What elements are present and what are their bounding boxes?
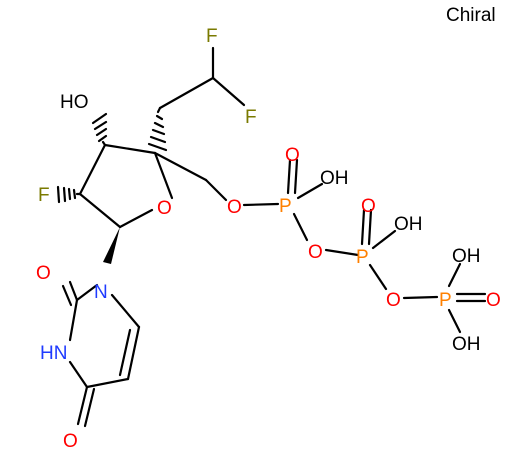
carbonyl-oxygen-c4-label: O	[63, 431, 78, 452]
bond-o-p3	[402, 295, 439, 300]
nitrogen-3-label: HN	[40, 343, 67, 364]
hashed-wedge-c3-oh	[91, 112, 108, 147]
bond-o-p2	[324, 248, 360, 257]
bond-c2-n3	[68, 298, 79, 342]
link-oxygen-3-label: O	[386, 290, 401, 311]
bond-c5-c6-b	[118, 328, 132, 377]
bond-c2-o-a	[68, 280, 79, 302]
carbonyl-oxygen-c2-label: O	[36, 263, 51, 284]
bond-p1-oh	[296, 182, 324, 200]
phosphorus-3-label: P	[439, 290, 452, 311]
bond-o-c4	[153, 151, 174, 200]
phosphoryl-oxygen-2-label: O	[361, 196, 376, 217]
bond-n1-c2	[75, 283, 99, 302]
bond-c4-o-b	[83, 387, 96, 428]
wedge-c1-n	[103, 227, 120, 264]
bond-c4-c5	[85, 377, 130, 389]
hydroxyl-p2-label: OH	[394, 214, 423, 235]
phosphoryl-oxygen-1-label: O	[285, 145, 300, 166]
chiral-label: Chiral	[446, 5, 496, 26]
bond-p1-o-double-a	[286, 158, 292, 195]
bond-c2-o-b	[61, 284, 73, 307]
bond-ch2-o	[204, 178, 228, 202]
bond-o-p1	[242, 202, 280, 207]
bond-c5-c6-a	[126, 325, 141, 381]
bond-c6-n1	[110, 293, 141, 329]
bond-p2-oh	[371, 229, 397, 250]
bond-c2-c1	[78, 192, 122, 229]
fluorine-top-label: F	[206, 26, 218, 47]
bond-p3-oh-bottom	[447, 308, 462, 334]
atom-labels: F F HO F O O P O OH O P O OH O P O OH OH…	[36, 5, 501, 452]
bond-c1-o	[118, 208, 154, 229]
fluorine-ring-label: F	[38, 185, 50, 206]
bond-c4-o-a	[76, 385, 89, 426]
hydroxyl-p3-bottom-label: OH	[452, 334, 481, 355]
bond-chf-ch2	[158, 76, 215, 110]
hashed-wedge-c4-ch2	[147, 106, 168, 152]
bond-p2-o-double-a	[360, 208, 366, 246]
phosphorus-2-label: P	[356, 247, 369, 268]
bond-p2-o-link	[368, 263, 388, 291]
hydroxyl-ring-label: HO	[60, 92, 89, 113]
bond-p3-oh-top	[447, 262, 462, 288]
ring-oxygen-label: O	[157, 198, 172, 219]
bond-c3-c2	[78, 143, 107, 196]
bond-p1-o-link	[292, 212, 309, 242]
hydroxyl-p1-label: OH	[320, 168, 349, 189]
hashed-wedge-c2-f	[56, 185, 82, 204]
link-oxygen-2-label: O	[308, 242, 323, 263]
bonds	[56, 46, 487, 428]
fluorine-right-label: F	[245, 107, 257, 128]
phosphorus-1-label: P	[279, 196, 292, 217]
link-oxygen-1-label: O	[227, 197, 242, 218]
bond-chf-f-right	[211, 76, 246, 107]
nitrogen-1-label: N	[94, 282, 108, 303]
bond-p1-o-double-b	[293, 158, 299, 195]
bond-n3-c4	[68, 360, 89, 389]
hydroxyl-p3-top-label: OH	[452, 246, 481, 267]
bond-c4-c3	[103, 143, 157, 155]
bond-c4-ch2o	[153, 151, 208, 182]
bond-p2-o-double-b	[367, 208, 373, 246]
phosphoryl-oxygen-3-label: O	[486, 290, 501, 311]
